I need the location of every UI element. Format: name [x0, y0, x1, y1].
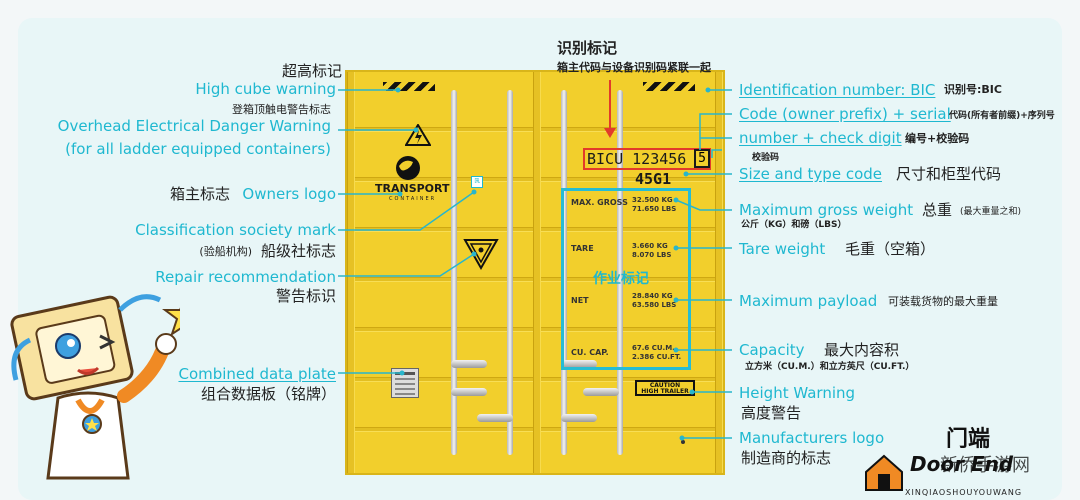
capacity-cum: 67.6 CU.M. [632, 344, 675, 352]
high-cube-label-en: High cube warning [195, 80, 336, 98]
net-kg: 28.840 KG [632, 292, 673, 300]
repair-label-cn: 警告标识 [275, 287, 336, 305]
caution-high-trailer-sign: CAUTION HIGH TRAILER [635, 380, 695, 396]
door-frame-right [715, 72, 723, 473]
overhead-label-en-line2: (for all ladder equipped containers) [65, 140, 331, 158]
manufacturer-label-cn: 制造商的标志 [741, 449, 832, 467]
high-cube-label-cn: 超高标记 [281, 62, 342, 80]
identification-subtitle: 箱主代码与设备识别码紧联一起 [557, 61, 711, 74]
door-handle [451, 360, 487, 368]
owner-brand-text: TRANSPORT [375, 182, 450, 195]
owners-logo-label-cn: 箱主标志 [169, 185, 230, 203]
overhead-label-cn: 登箱顶触电警告标志 [232, 103, 331, 116]
payload-label-en: Maximum payload [739, 292, 878, 310]
tare-lbs: 8.070 LBS [632, 251, 672, 259]
classification-label-cn: 船级社标志 [260, 242, 336, 260]
manufacturer-label-en: Manufacturers logo [739, 429, 885, 447]
overhead-label-en-line1: Overhead Electrical Danger Warning [57, 117, 331, 135]
manufacturer-logo-dot [681, 440, 685, 444]
combined-data-plate-icon [391, 368, 419, 398]
bic-code-text: BICU 123456 [587, 150, 687, 168]
door-end-label-cn: 门端 [946, 427, 991, 452]
size-type-code-text: 45G1 [635, 170, 672, 188]
classification-mark-icon: ℝ [471, 176, 483, 188]
capacity-cuft: 2.386 CU.FT. [632, 353, 682, 361]
net-lbs: 63.580 LBS [632, 301, 677, 309]
lock-bar [507, 90, 513, 455]
lock-bar [561, 90, 567, 455]
number-label-en: number + check digit [739, 129, 902, 147]
capacity-units: 立方米（CU.M.）和立方英尺（CU.FT.） [745, 362, 915, 372]
site-watermark-en: XINQIAOSHOUYOUWANG [905, 488, 1023, 497]
owners-logo-label-en: Owners logo [242, 185, 336, 203]
door-handle [561, 360, 597, 368]
gross-weight-units: 公斤（KG）和磅（LBS） [741, 220, 847, 230]
tare-weight-label-en: Tare weight [739, 240, 826, 258]
max-gross-lbs: 71.650 LBS [632, 205, 677, 213]
operational-markings-label: 作业标记 [593, 271, 649, 287]
max-gross-kg: 32.500 KG [632, 196, 673, 204]
operational-markings-box [561, 188, 691, 370]
code-label-cn: 代码(所有者前缀)+序列号 [949, 111, 1055, 121]
owner-globe-icon [396, 156, 420, 180]
capacity-label-en: Capacity [739, 341, 805, 359]
tare-kg: 3.660 KG [632, 242, 668, 250]
gross-weight-label-en: Maximum gross weight [739, 201, 914, 219]
check-digit-label-cn: 校验码 [752, 153, 780, 163]
data-plate-label-en: Combined data plate [178, 365, 336, 383]
door-handle [561, 414, 597, 422]
high-trailer-text: HIGH TRAILER [641, 388, 689, 395]
electrical-warning-icon [405, 124, 431, 146]
door-handle [583, 388, 619, 396]
size-type-label-en: Size and type code [739, 165, 882, 183]
ident-number-label-cn: 识别号:BIC [944, 83, 1002, 96]
repair-label-en: Repair recommendation [155, 268, 336, 286]
check-digit-text: 5 [694, 149, 710, 168]
caution-text: CAUTION [649, 382, 681, 389]
container-door: TRANSPORT CONTAINER ℝ BICU 123456 5 45G1… [345, 70, 725, 475]
capacity-label: CU. CAP. [571, 348, 609, 357]
classification-label-en: Classification society mark [135, 221, 336, 239]
capacity-label-cn: 最大内容积 [824, 341, 900, 359]
size-type-label-cn: 尺寸和柜型代码 [896, 165, 1002, 183]
door-frame-left [347, 72, 355, 473]
door-end-label-en: Door End [910, 452, 1014, 476]
data-plate-label-cn: 组合数据板（铭牌） [200, 385, 336, 403]
gross-weight-label-cn: 总重 [922, 201, 953, 219]
max-gross-label: MAX. GROSS [571, 198, 628, 207]
high-cube-stripe-left [383, 82, 435, 91]
lock-bar [617, 90, 623, 455]
ident-number-label-en: Identification number: BIC [739, 81, 936, 99]
classification-label-cn-small: (验船机构) [199, 245, 252, 258]
site-logo-icon [865, 454, 903, 491]
gross-weight-label-cn-small: (最大重量之和) [960, 207, 1022, 217]
site-watermark-cn: 新侨手游网 [940, 455, 1030, 476]
tare-weight-label-cn: 毛重（空箱） [845, 240, 936, 258]
net-label: NET [571, 296, 589, 305]
door-center-seam [533, 72, 541, 473]
height-warning-label-en: Height Warning [739, 384, 856, 402]
mascot-icon [10, 294, 180, 480]
code-label-en: Code (owner prefix) + serial [739, 105, 951, 123]
high-cube-stripe-right [643, 82, 695, 91]
bic-highlight-box [583, 148, 711, 170]
height-warning-label-cn: 高度警告 [741, 404, 802, 422]
door-handle [477, 414, 513, 422]
tare-label: TARE [571, 244, 594, 253]
number-label-cn: 编号+校验码 [905, 132, 970, 145]
owner-brand-subtext: CONTAINER [389, 196, 437, 202]
payload-label-cn: 可装载货物的最大重量 [888, 295, 998, 308]
door-handle [451, 388, 487, 396]
repair-warning-icon [463, 239, 499, 270]
lock-bar [451, 90, 457, 455]
identification-title: 识别标记 [557, 39, 618, 57]
